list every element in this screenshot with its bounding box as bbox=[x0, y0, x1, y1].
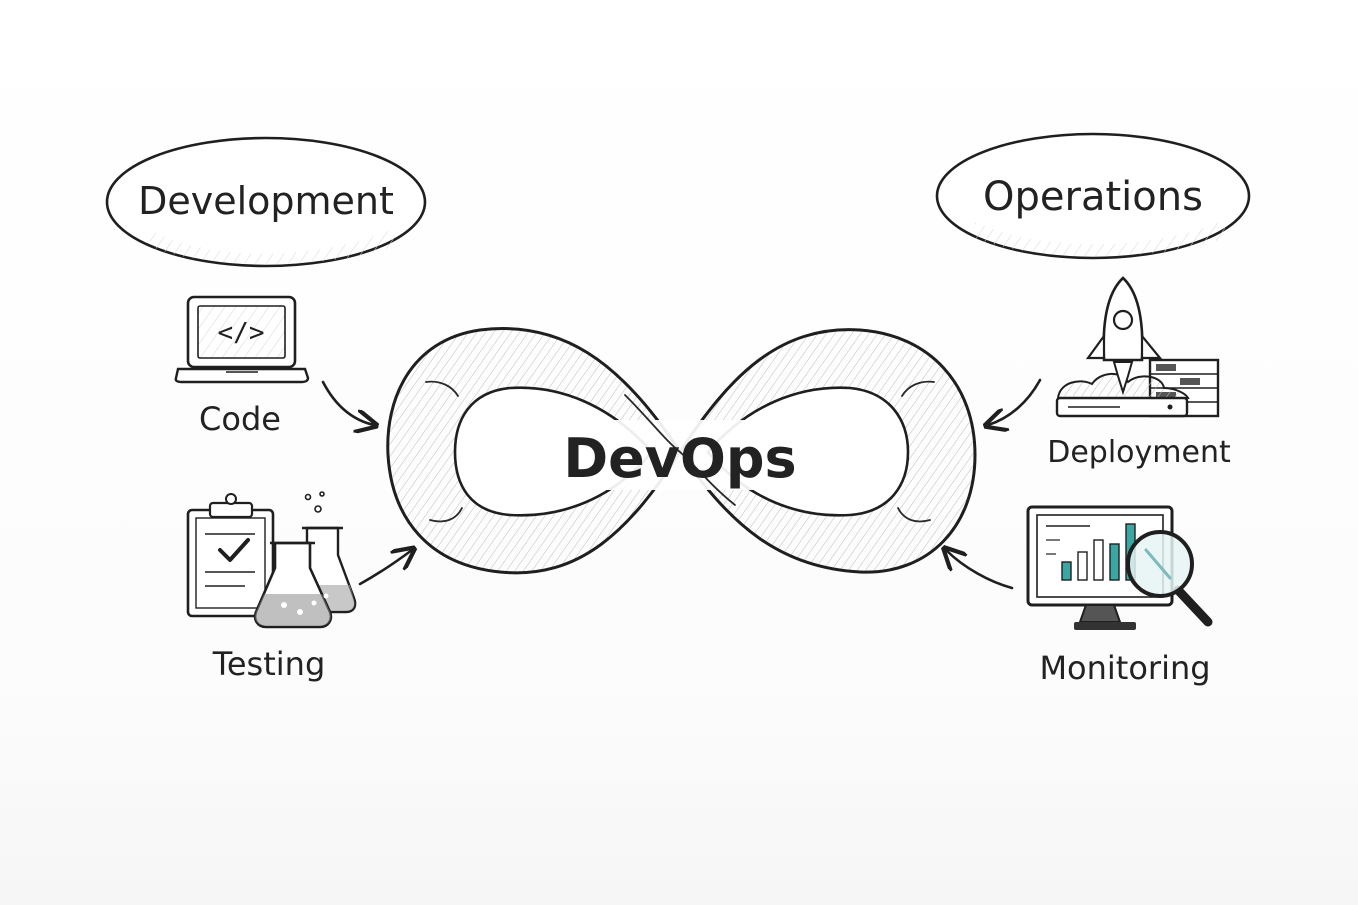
monitoring-label: Monitoring bbox=[1039, 649, 1210, 687]
clipboard-flask-icon bbox=[186, 491, 357, 629]
laptop-code-icon: </> bbox=[174, 295, 310, 384]
arrow-code-to-loop bbox=[321, 380, 374, 425]
arrow-monitoring-to-loop bbox=[946, 550, 1014, 590]
infinity-loop bbox=[386, 327, 977, 575]
operations-bubble: Operations bbox=[935, 132, 1251, 260]
development-bubble: Development bbox=[105, 136, 427, 268]
arrow-testing-to-loop bbox=[358, 550, 412, 586]
rocket-server-icon bbox=[1055, 276, 1220, 418]
arrow-deployment-to-loop bbox=[988, 378, 1042, 425]
monitor-magnifier-icon bbox=[1026, 505, 1213, 630]
testing-label: Testing bbox=[212, 645, 326, 683]
development-label: Development bbox=[138, 179, 394, 223]
operations-label: Operations bbox=[983, 174, 1203, 220]
code-label: Code bbox=[199, 400, 281, 438]
svg-text:</>: </> bbox=[218, 318, 265, 348]
center-label: DevOps bbox=[563, 427, 796, 490]
deployment-label: Deployment bbox=[1047, 435, 1231, 470]
